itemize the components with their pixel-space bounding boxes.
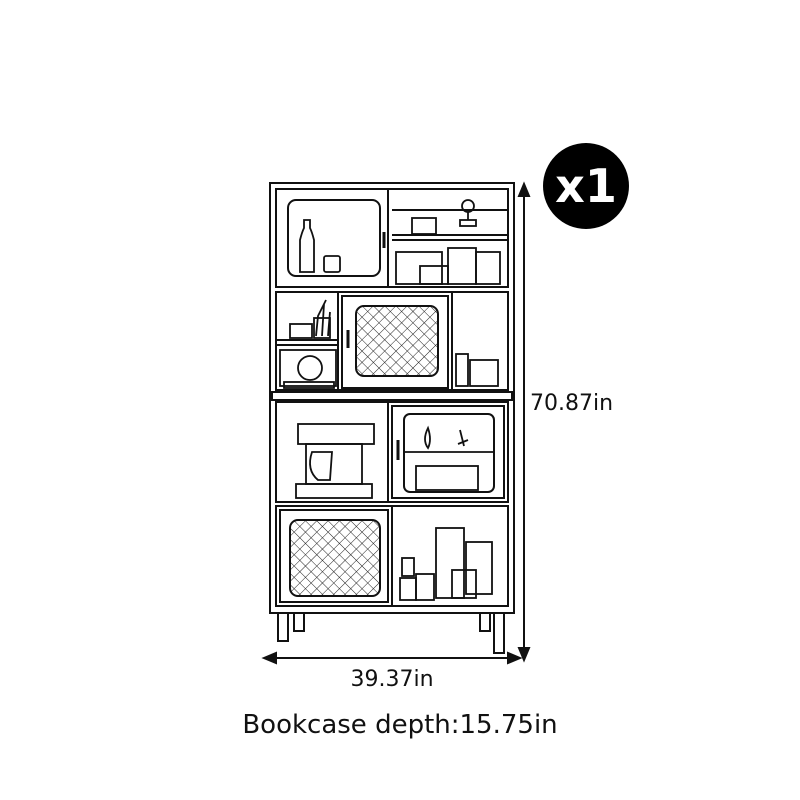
shelf-items	[279, 199, 501, 601]
depth-caption: Bookcase depth:15.75in	[242, 710, 558, 740]
width-dimension	[261, 651, 523, 665]
mesh-panel-bottom	[289, 519, 381, 597]
bookcase-outline	[269, 182, 515, 654]
height-label: 70.87in	[530, 391, 613, 416]
mesh-panel-middle	[355, 305, 439, 377]
quantity-badge: x1	[543, 143, 629, 229]
width-label: 39.37in	[350, 667, 433, 692]
height-dimension	[517, 181, 531, 663]
